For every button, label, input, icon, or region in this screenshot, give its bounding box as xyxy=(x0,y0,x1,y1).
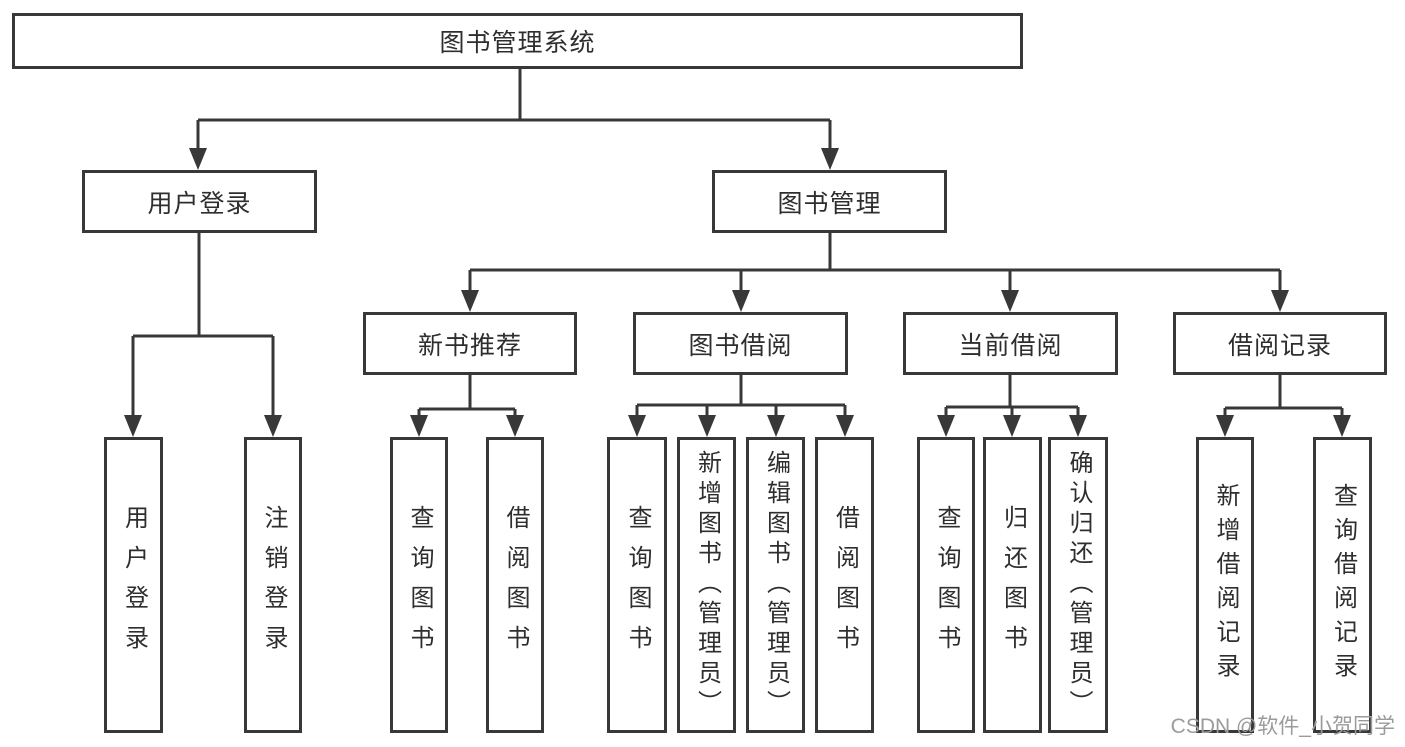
node-current-borrow: 当前借阅 xyxy=(903,312,1118,375)
node-library-management-system: 图书管理系统 xyxy=(12,13,1023,69)
node-new-book-recommend: 新书推荐 xyxy=(363,312,577,375)
leaf-label: 查询图书 xyxy=(624,505,651,665)
leaf-borrow-book: 借阅图书 xyxy=(815,437,874,733)
leaf-label: 确认归还（管理员） xyxy=(1065,450,1092,720)
leaf-borrow-book-recommend: 借阅图书 xyxy=(486,437,544,733)
node-label: 当前借阅 xyxy=(958,331,1063,360)
csdn-watermark: CSDN @软件_小贺同学 xyxy=(1170,715,1395,738)
leaf-add-book-admin: 新增图书（管理员） xyxy=(677,437,736,733)
node-borrow-record: 借阅记录 xyxy=(1173,312,1387,375)
leaf-label: 用户登录 xyxy=(120,505,148,665)
leaf-label: 借阅图书 xyxy=(502,505,529,665)
node-label: 借阅记录 xyxy=(1227,331,1332,360)
leaf-return-book: 归还图书 xyxy=(983,437,1042,733)
node-label: 新书推荐 xyxy=(417,331,522,360)
leaf-label: 查询借阅记录 xyxy=(1329,483,1357,687)
node-label: 图书管理系统 xyxy=(439,29,596,57)
leaf-query-book-recommend: 查询图书 xyxy=(390,437,448,733)
node-book-borrow: 图书借阅 xyxy=(633,312,848,375)
node-label: 用户登录 xyxy=(147,189,252,218)
leaf-user-login: 用户登录 xyxy=(104,437,163,733)
leaf-confirm-return-admin: 确认归还（管理员） xyxy=(1048,437,1108,733)
leaf-add-borrow-record: 新增借阅记录 xyxy=(1196,437,1254,733)
leaf-edit-book-admin: 编辑图书（管理员） xyxy=(746,437,805,733)
leaf-label: 新增借阅记录 xyxy=(1212,483,1239,687)
node-label: 图书借阅 xyxy=(688,331,793,360)
leaf-label: 编辑图书（管理员） xyxy=(762,450,790,720)
leaf-label: 查询图书 xyxy=(406,505,433,665)
leaf-label: 借阅图书 xyxy=(831,505,859,665)
leaf-label: 查询图书 xyxy=(933,505,960,665)
leaf-label: 归还图书 xyxy=(999,505,1027,665)
leaf-label: 新增图书（管理员） xyxy=(693,450,721,720)
leaf-logout: 注销登录 xyxy=(244,437,302,733)
leaf-label: 注销登录 xyxy=(260,505,287,665)
leaf-query-book-current: 查询图书 xyxy=(917,437,975,733)
node-book-management: 图书管理 xyxy=(712,170,947,233)
leaf-query-book-borrow: 查询图书 xyxy=(607,437,667,733)
leaf-query-borrow-record: 查询借阅记录 xyxy=(1313,437,1372,733)
node-label: 图书管理 xyxy=(777,189,882,218)
node-user-login: 用户登录 xyxy=(82,170,317,233)
